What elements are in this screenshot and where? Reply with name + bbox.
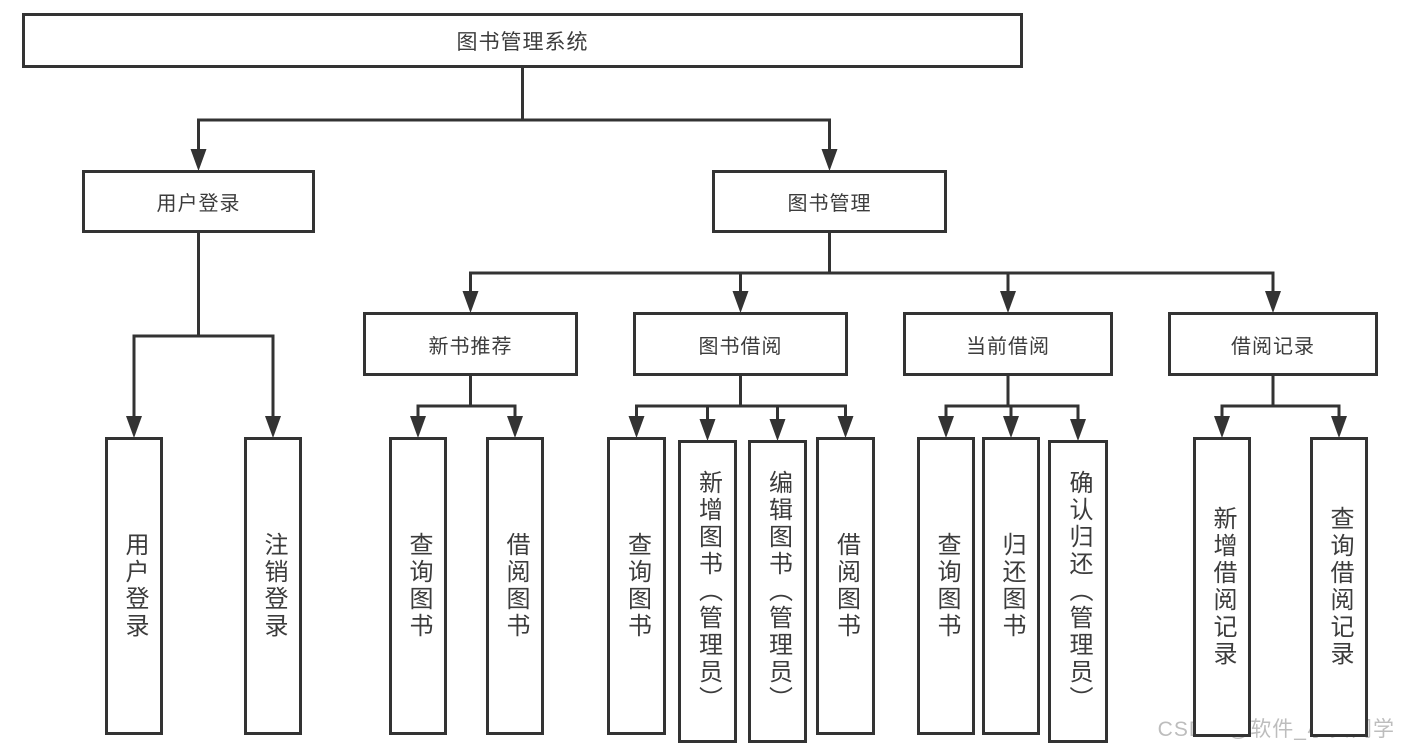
node-label-bb-add-book: 新增图书（管理员） [694,470,722,713]
node-rec-query-book: 查询图书 [389,437,447,735]
node-cb-query-book: 查询图书 [917,437,975,735]
node-label-rec-borrow-book: 借阅图书 [502,532,529,640]
node-label-cb-confirm-return: 确认归还（管理员） [1065,470,1092,713]
node-label-cb-query-book: 查询图书 [933,532,960,640]
arrowhead-icon [1331,416,1347,438]
node-user-login: 用户登录 [82,170,315,233]
node-label-cb-return-book: 归还图书 [998,532,1025,640]
arrowhead-icon [628,416,645,438]
node-label-login-op: 用户登录 [121,532,148,640]
arrowhead-icon [1214,416,1230,438]
node-root: 图书管理系统 [22,13,1023,68]
node-bb-add-book: 新增图书（管理员） [678,440,737,743]
arrowhead-icon [821,149,838,171]
node-label-root: 图书管理系统 [456,30,589,54]
arrowhead-icon [410,416,426,438]
node-rec-borrow-book: 借阅图书 [486,437,544,735]
node-book-mgmt: 图书管理 [712,170,947,233]
arrowhead-icon [938,416,954,438]
node-logout-op: 注销登录 [244,437,302,735]
node-label-logout-op: 注销登录 [260,532,287,640]
node-label-user-login: 用户登录 [156,193,241,215]
node-br-add-record: 新增借阅记录 [1193,437,1251,737]
arrowhead-icon [126,416,142,438]
node-label-br-add-record: 新增借阅记录 [1209,506,1236,668]
node-label-current-borrow: 当前借阅 [966,335,1050,358]
node-label-bb-borrow-book: 借阅图书 [832,532,860,640]
arrowhead-icon [699,419,716,441]
node-new-book-rec: 新书推荐 [363,312,578,376]
node-bb-borrow-book: 借阅图书 [816,437,875,735]
node-label-rec-query-book: 查询图书 [405,532,432,640]
node-book-borrow: 图书借阅 [633,312,848,376]
node-label-book-mgmt: 图书管理 [787,193,872,215]
node-cb-return-book: 归还图书 [982,437,1040,735]
node-bb-edit-book: 编辑图书（管理员） [748,440,807,743]
node-label-bb-edit-book: 编辑图书（管理员） [764,470,792,713]
arrowhead-icon [1003,416,1019,438]
arrowhead-icon [732,291,749,313]
arrowhead-icon [265,416,281,438]
node-label-book-borrow: 图书借阅 [698,335,783,358]
node-bb-query-book: 查询图书 [607,437,666,735]
arrowhead-icon [507,416,523,438]
arrowhead-icon [1070,419,1086,441]
arrowhead-icon [769,419,786,441]
node-current-borrow: 当前借阅 [903,312,1113,376]
node-label-new-book-rec: 新书推荐 [428,335,513,358]
node-br-query-record: 查询借阅记录 [1310,437,1368,737]
node-label-bb-query-book: 查询图书 [623,532,651,640]
node-cb-confirm-return: 确认归还（管理员） [1048,440,1108,743]
node-label-br-query-record: 查询借阅记录 [1326,506,1353,668]
arrowhead-icon [1000,291,1016,313]
arrowhead-icon [1265,291,1281,313]
node-borrow-records: 借阅记录 [1168,312,1378,376]
arrowhead-icon [462,291,479,313]
node-login-op: 用户登录 [105,437,163,735]
arrowhead-icon [837,416,854,438]
node-label-borrow-records: 借阅记录 [1231,335,1315,358]
arrowhead-icon [190,149,207,171]
